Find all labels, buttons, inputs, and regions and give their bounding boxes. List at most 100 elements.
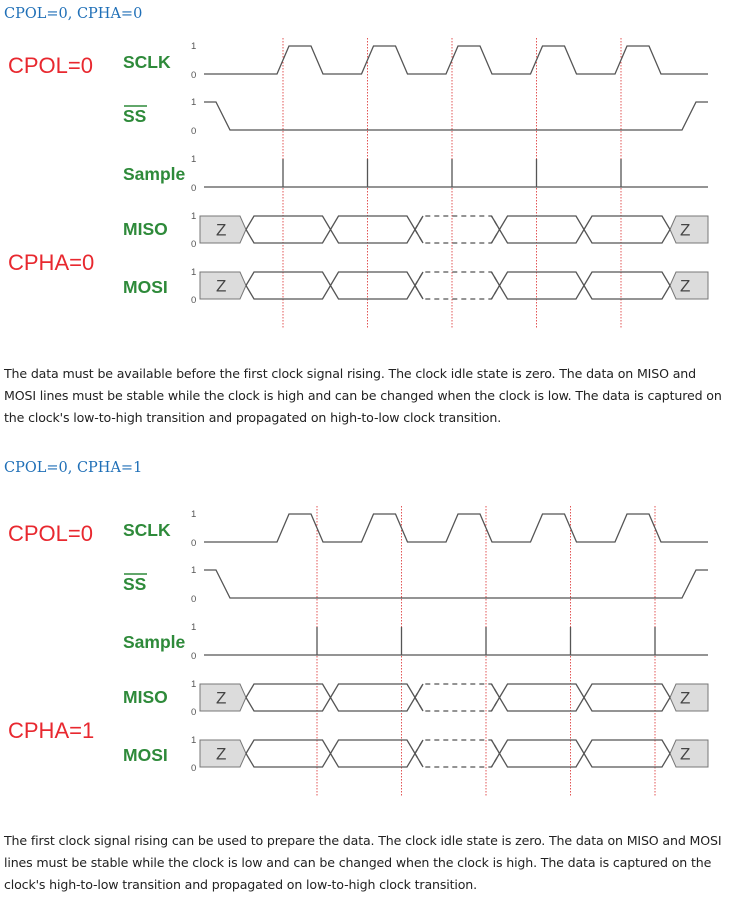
- data-cell-edge: [414, 697, 424, 712]
- data-cell-bottom: [329, 697, 416, 712]
- level-high-label: 1: [191, 679, 196, 690]
- hiz-block: [669, 683, 709, 712]
- data-cell-top: [583, 215, 671, 230]
- level-low-label: 0: [191, 763, 196, 774]
- data-cell-edge: [490, 215, 501, 230]
- level-high-label: 1: [191, 41, 196, 52]
- data-cell-bottom: [498, 285, 585, 300]
- hiz-block: [199, 271, 247, 300]
- data-cell-bottom: [414, 697, 501, 712]
- hiz-label: Z: [680, 689, 690, 708]
- data-cell-edge: [490, 683, 501, 698]
- hiz-block: [199, 215, 247, 244]
- section-description: The data must be available before the fi…: [4, 366, 722, 425]
- signal-label-sclk: SCLK: [123, 520, 171, 540]
- data-cell-top: [583, 683, 671, 698]
- level-high-label: 1: [191, 211, 196, 222]
- data-cell-bottom: [414, 229, 501, 244]
- data-cell-bottom: [245, 753, 332, 768]
- level-low-label: 0: [191, 594, 196, 605]
- data-cell-bottom: [583, 697, 671, 712]
- data-cell-top: [245, 215, 332, 230]
- data-cell-edge: [414, 753, 424, 768]
- hiz-block: [669, 271, 709, 300]
- data-cell-top: [245, 271, 332, 286]
- hiz-label: Z: [216, 689, 226, 708]
- data-cell-bottom: [329, 229, 416, 244]
- signal-label-sample: Sample: [123, 632, 186, 652]
- ss-waveform: [204, 569, 708, 599]
- data-cell-edge: [414, 215, 424, 230]
- data-cell-top: [329, 215, 416, 230]
- data-cell-bottom: [245, 697, 332, 712]
- data-cell-top: [245, 683, 332, 698]
- data-cell-top: [414, 215, 501, 230]
- signal-label-sclk: SCLK: [123, 52, 171, 72]
- section-heading: CPOL=0, CPHA=1: [4, 460, 143, 476]
- hiz-block: [199, 739, 247, 768]
- data-cell-edge: [490, 271, 501, 286]
- data-cell-top: [329, 739, 416, 754]
- level-low-label: 0: [191, 183, 196, 194]
- cpol-label: CPOL=0: [8, 53, 93, 78]
- level-low-label: 0: [191, 651, 196, 662]
- level-low-label: 0: [191, 295, 196, 306]
- data-cell-bottom: [329, 285, 416, 300]
- hiz-label: Z: [216, 277, 226, 296]
- data-cell-edge: [414, 683, 424, 698]
- data-cell-top: [414, 271, 501, 286]
- data-cell-top: [583, 271, 671, 286]
- data-cell-bottom: [583, 285, 671, 300]
- data-cell-top: [498, 739, 585, 754]
- data-cell-edge: [490, 285, 501, 300]
- level-high-label: 1: [191, 97, 196, 108]
- data-cell-bottom: [583, 229, 671, 244]
- level-low-label: 0: [191, 538, 196, 549]
- signal-label-mosi: MOSI: [123, 745, 168, 765]
- hiz-label: Z: [216, 745, 226, 764]
- signal-label-ss: SS: [123, 574, 146, 594]
- data-cell-top: [414, 739, 501, 754]
- hiz-block: [669, 215, 709, 244]
- hiz-block: [199, 683, 247, 712]
- data-cell-bottom: [329, 753, 416, 768]
- data-cell-bottom: [414, 753, 501, 768]
- hiz-label: Z: [680, 277, 690, 296]
- data-cell-top: [414, 683, 501, 698]
- level-high-label: 1: [191, 267, 196, 278]
- level-high-label: 1: [191, 735, 196, 746]
- data-cell-edge: [490, 697, 501, 712]
- level-high-label: 1: [191, 565, 196, 576]
- sclk-waveform: [204, 513, 708, 543]
- hiz-label: Z: [680, 745, 690, 764]
- data-cell-edge: [490, 753, 501, 768]
- data-cell-top: [498, 683, 585, 698]
- ss-waveform: [204, 101, 708, 131]
- data-cell-bottom: [245, 285, 332, 300]
- data-cell-edge: [490, 739, 501, 754]
- data-cell-bottom: [498, 229, 585, 244]
- data-cell-top: [498, 215, 585, 230]
- hiz-label: Z: [680, 221, 690, 240]
- level-low-label: 0: [191, 70, 196, 81]
- section-description: The first clock signal rising can be use…: [4, 833, 722, 892]
- data-cell-top: [329, 271, 416, 286]
- signal-label-mosi: MOSI: [123, 277, 168, 297]
- level-high-label: 1: [191, 154, 196, 165]
- data-cell-top: [245, 739, 332, 754]
- data-cell-bottom: [414, 285, 501, 300]
- data-cell-bottom: [498, 753, 585, 768]
- data-cell-top: [498, 271, 585, 286]
- level-low-label: 0: [191, 239, 196, 250]
- level-high-label: 1: [191, 622, 196, 633]
- signal-label-miso: MISO: [123, 687, 168, 707]
- signal-label-ss: SS: [123, 106, 146, 126]
- level-high-label: 1: [191, 509, 196, 520]
- data-cell-edge: [490, 229, 501, 244]
- data-cell-edge: [414, 229, 424, 244]
- cpol-label: CPOL=0: [8, 521, 93, 546]
- section-heading: CPOL=0, CPHA=0: [4, 6, 143, 22]
- data-cell-edge: [414, 271, 424, 286]
- cpha-label: CPHA=1: [8, 718, 94, 743]
